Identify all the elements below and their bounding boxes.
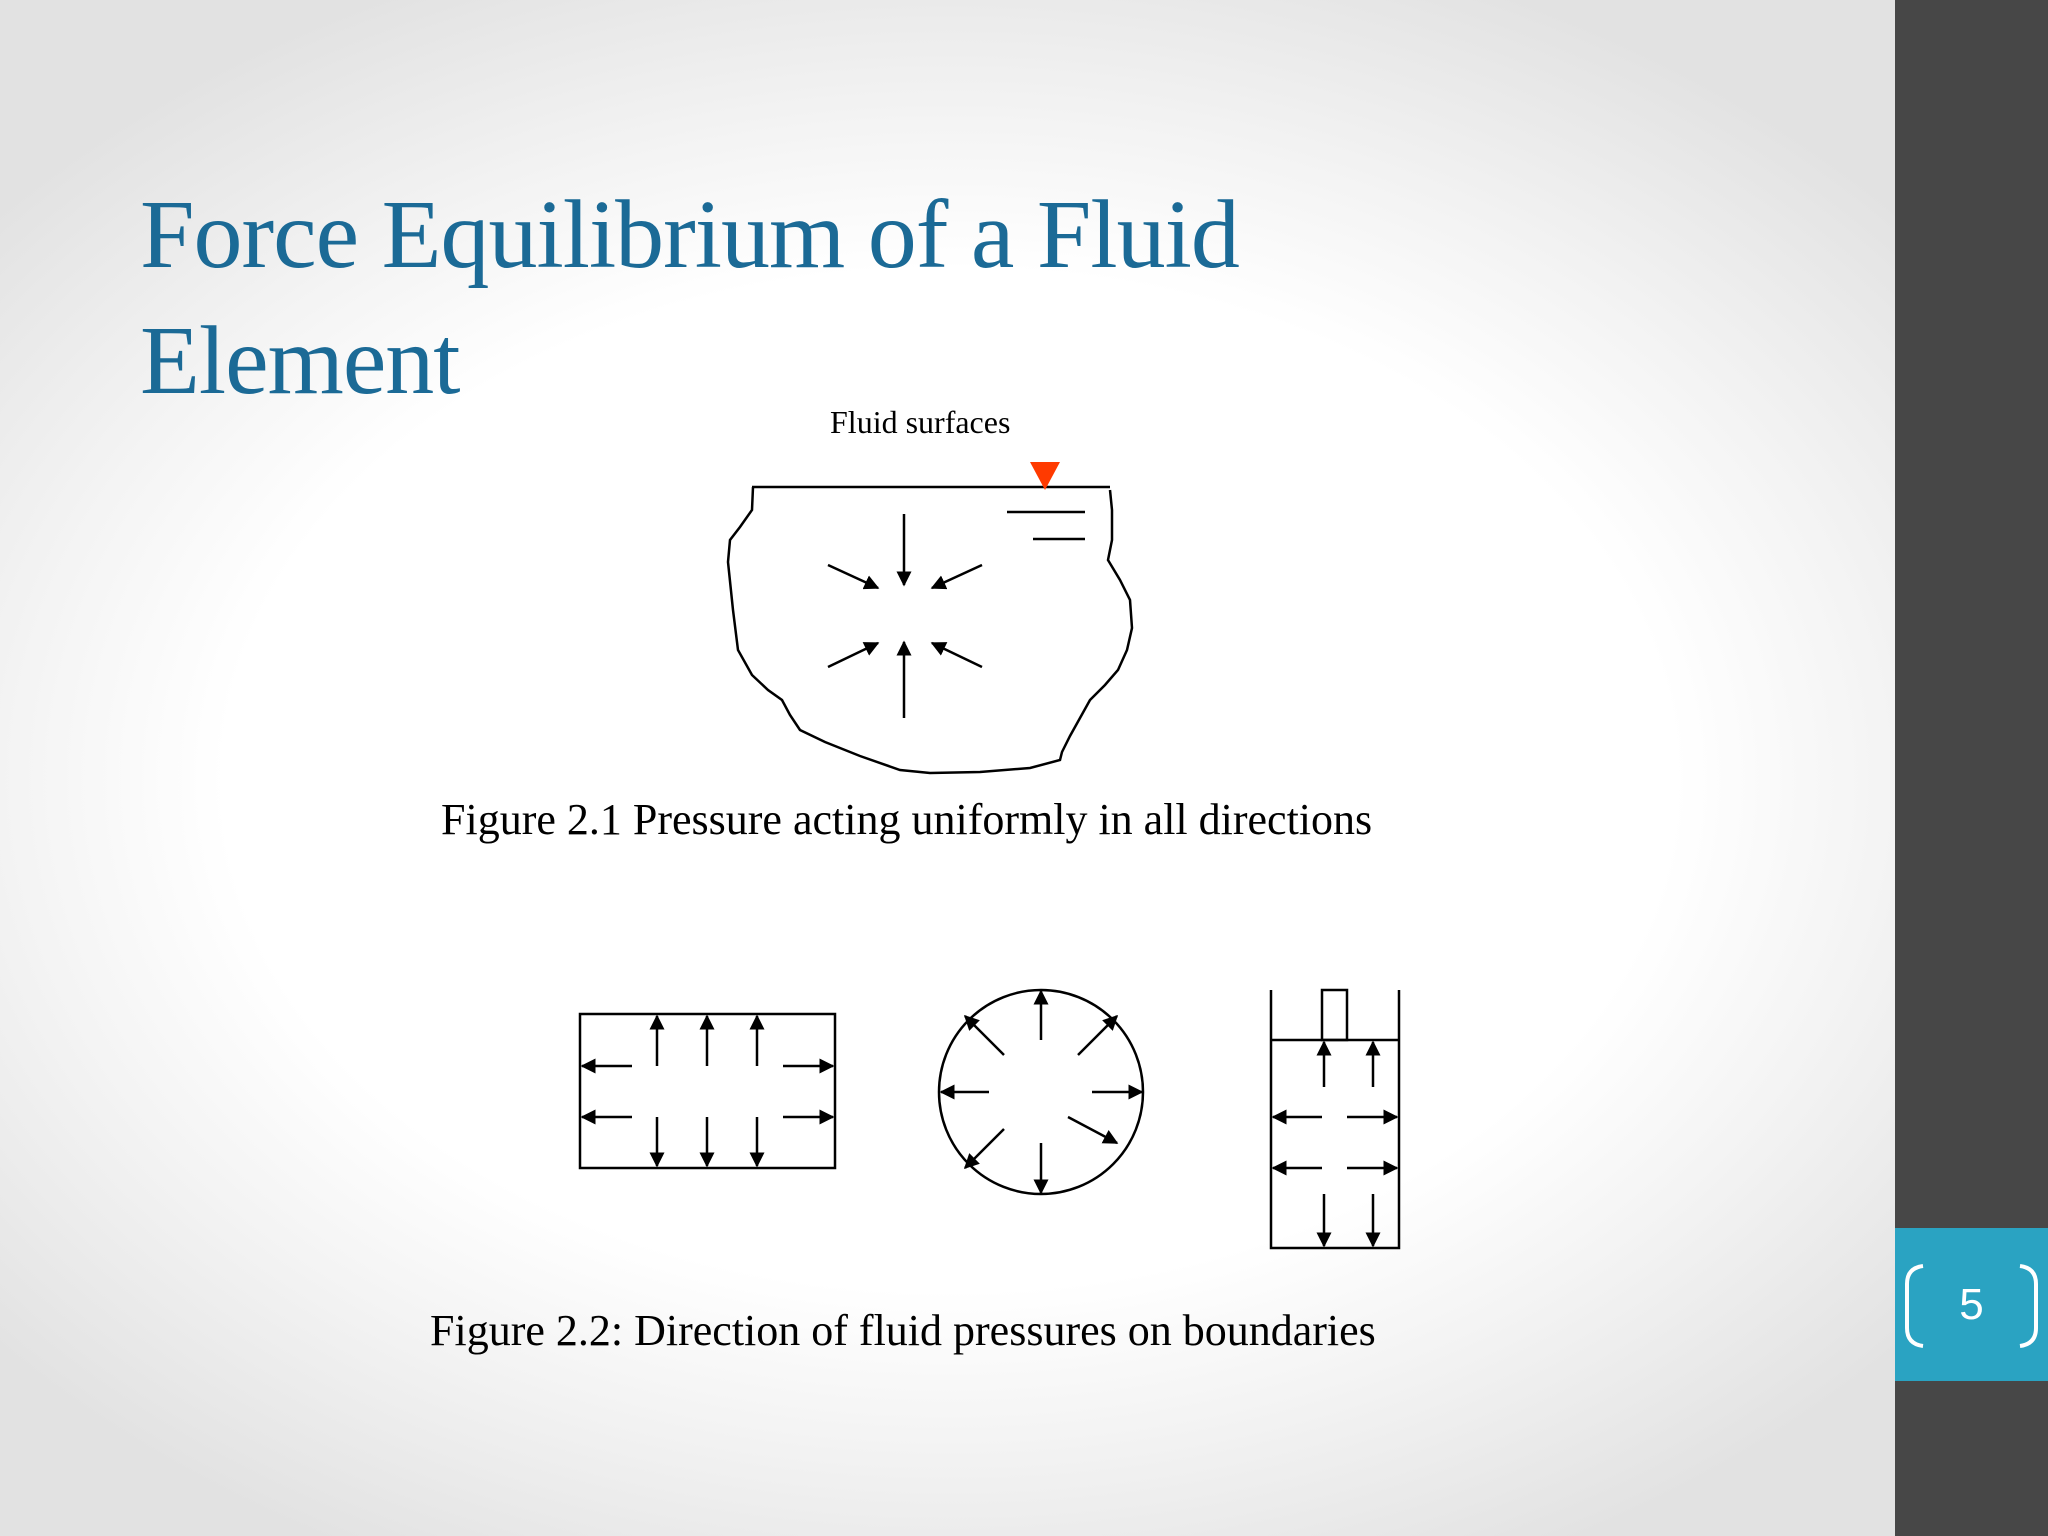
slide-canvas: Force Equilibrium of a Fluid Element Flu… <box>0 0 1895 1536</box>
title-line-1: Force Equilibrium of a Fluid <box>140 181 1240 289</box>
figure-2-1-caption: Figure 2.1 Pressure acting uniformly in … <box>441 795 1373 844</box>
bracket-icon <box>1905 1264 2038 1348</box>
fluid-surface-label: Fluid surfaces <box>830 404 1011 440</box>
pressure-arrow-upper-right <box>930 563 983 590</box>
rectangle-boundary-figure <box>578 1012 837 1170</box>
surface-marker-triangle <box>1030 462 1060 490</box>
page-number-badge: 5 <box>1895 1228 2048 1381</box>
pressure-arrow-lower-left <box>827 641 880 669</box>
fluid-body-outline <box>726 486 1134 775</box>
slide-title: Force Equilibrium of a Fluid Element <box>140 172 1440 424</box>
title-line-2: Element <box>140 307 461 415</box>
figure-2-2-caption: Figure 2.2: Direction of fluid pressures… <box>430 1306 1376 1355</box>
circle-boundary-figure <box>937 988 1145 1196</box>
piston-container-figure <box>1269 988 1401 1250</box>
pressure-arrow-lower-right <box>930 641 983 669</box>
page-number: 5 <box>1959 1280 1984 1329</box>
figure-2-1-diagram <box>726 462 1134 775</box>
figure-2-2-diagram <box>578 988 1401 1250</box>
pressure-arrow-upper-left <box>827 563 880 590</box>
